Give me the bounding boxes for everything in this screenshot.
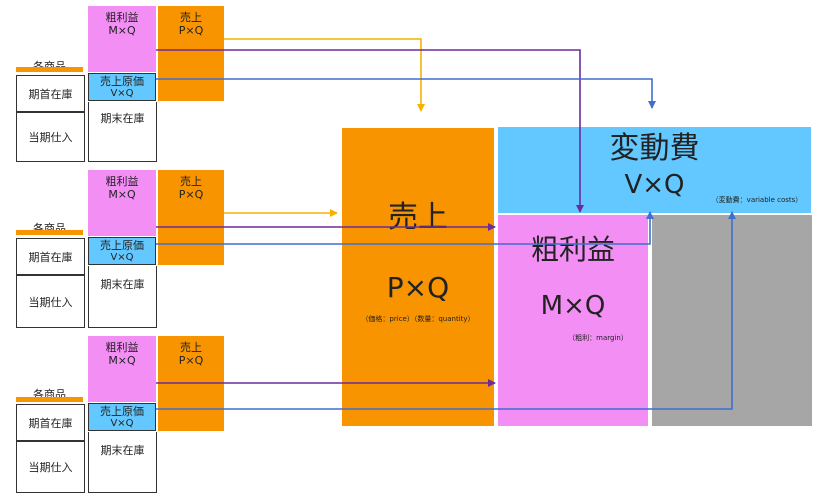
cogs-label: 売上原価 bbox=[100, 405, 144, 418]
purchases-cell: 当期仕入 bbox=[16, 441, 85, 493]
sales-formula: P×Q bbox=[178, 24, 204, 37]
sales-formula: P×Q bbox=[178, 188, 204, 201]
total-sales-block: 売上 P×Q （価格：price）（数量：quantity） bbox=[342, 128, 494, 426]
cogs-formula: V×Q bbox=[110, 252, 134, 263]
gross-profit-label: 粗利益 bbox=[105, 341, 139, 354]
cogs-formula: V×Q bbox=[110, 88, 134, 99]
cogs-formula: V×Q bbox=[110, 418, 134, 429]
cogs-label: 売上原価 bbox=[100, 75, 144, 88]
total-sales-title: 売上 bbox=[388, 200, 448, 235]
arrow-cogs-2 bbox=[156, 211, 654, 245]
product-underline bbox=[16, 67, 83, 72]
gross-profit-formula: M×Q bbox=[108, 188, 136, 201]
gross-profit-block-title: 粗利益 bbox=[530, 233, 615, 266]
arrow-cogs-3 bbox=[156, 211, 736, 410]
arrow-sales-1 bbox=[224, 38, 425, 112]
opening-inventory-cell: 期首在庫 bbox=[16, 404, 85, 441]
sales-label: 売上 bbox=[180, 341, 202, 354]
gross-profit-block-note: （粗利：margin） bbox=[568, 334, 628, 342]
sales-box: 売上 P×Q bbox=[158, 6, 224, 101]
closing-inventory-cell: 期末在庫 bbox=[88, 432, 157, 493]
sales-label: 売上 bbox=[180, 175, 202, 188]
sales-formula: P×Q bbox=[178, 354, 204, 367]
cogs-box: 売上原価 V×Q bbox=[88, 237, 156, 265]
closing-inventory-cell: 期末在庫 bbox=[88, 102, 157, 162]
opening-inventory-cell: 期首在庫 bbox=[16, 238, 85, 275]
closing-inventory-cell: 期末在庫 bbox=[88, 266, 157, 328]
variable-costs-formula: V×Q bbox=[624, 170, 685, 200]
gross-profit-formula: M×Q bbox=[108, 354, 136, 367]
variable-costs-title: 変動費 bbox=[609, 131, 700, 166]
gross-profit-block: 粗利益 M×Q （粗利：margin） bbox=[498, 215, 648, 426]
cogs-box: 売上原価 V×Q bbox=[88, 73, 156, 101]
opening-inventory-cell: 期首在庫 bbox=[16, 75, 85, 112]
gross-profit-label: 粗利益 bbox=[105, 175, 139, 188]
purchases-cell: 当期仕入 bbox=[16, 275, 85, 328]
cogs-label: 売上原価 bbox=[100, 239, 144, 252]
product-underline bbox=[16, 397, 83, 402]
total-sales-note: （価格：price）（数量：quantity） bbox=[361, 315, 475, 323]
purchases-cell: 当期仕入 bbox=[16, 112, 85, 162]
variable-costs-block: 変動費 V×Q （変動費：variable costs） bbox=[498, 127, 811, 213]
cogs-box: 売上原価 V×Q bbox=[88, 403, 156, 431]
gross-profit-box: 粗利益 M×Q bbox=[88, 6, 156, 72]
gross-profit-block-formula: M×Q bbox=[540, 291, 606, 321]
arrow-gross-1 bbox=[156, 49, 584, 213]
gross-profit-label: 粗利益 bbox=[105, 11, 139, 24]
product-underline bbox=[16, 230, 83, 235]
sales-label: 売上 bbox=[180, 11, 202, 24]
total-sales-formula: P×Q bbox=[386, 271, 450, 304]
gross-profit-formula: M×Q bbox=[108, 24, 136, 37]
gross-profit-box: 粗利益 M×Q bbox=[88, 336, 156, 402]
gross-profit-box: 粗利益 M×Q bbox=[88, 170, 156, 236]
sales-box: 売上 P×Q bbox=[158, 170, 224, 265]
arrow-cogs-1 bbox=[156, 78, 656, 109]
variable-costs-note: （変動費：variable costs） bbox=[711, 196, 803, 204]
